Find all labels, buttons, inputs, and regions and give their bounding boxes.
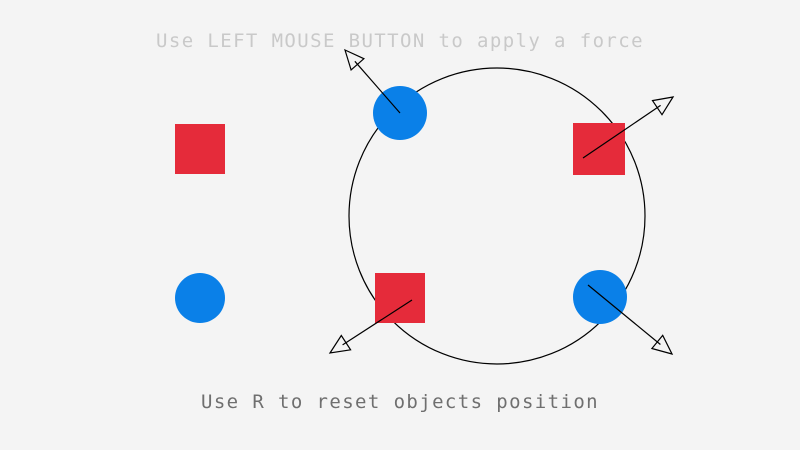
physics-square[interactable] [175, 124, 225, 174]
force-vectors-layer [328, 48, 675, 355]
force-vector-shaft [354, 60, 401, 114]
orbit-guide-circle [348, 67, 646, 365]
physics-circle[interactable] [573, 270, 627, 324]
force-vector-arrowhead [344, 48, 365, 71]
force-vector-shaft [342, 299, 413, 346]
physics-square[interactable] [573, 123, 625, 175]
force-vector-arrowhead [650, 334, 674, 355]
force-vector-shaft [582, 104, 661, 159]
force-vector-shaft [587, 284, 661, 345]
force-vector-arrowhead [328, 334, 352, 354]
force-vector-arrow [328, 299, 413, 354]
physics-circle[interactable] [175, 273, 225, 323]
force-vector-arrow [587, 284, 674, 355]
force-vector-arrow [344, 48, 401, 114]
force-vector-arrow [582, 96, 675, 159]
hint-text-apply-force: Use LEFT MOUSE BUTTON to apply a force [156, 30, 644, 52]
force-vector-arrowhead [651, 96, 675, 116]
objects-layer [175, 86, 627, 324]
physics-square[interactable] [375, 273, 425, 323]
hint-text-reset-objects: Use R to reset objects position [200, 391, 599, 413]
